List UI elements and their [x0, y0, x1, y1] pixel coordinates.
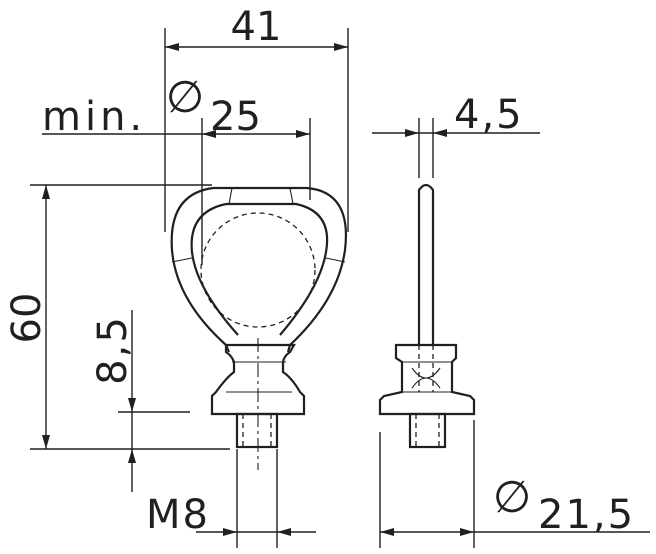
ring-segment-line: [171, 257, 193, 263]
side-swivel-body: [378, 343, 476, 416]
thread-length-value: 8,5: [90, 315, 136, 385]
thread-stud: [235, 412, 279, 449]
dimension-thread-length: 8,5: [90, 310, 190, 492]
side-pin-detail: [411, 367, 441, 389]
ring-outer-outline: [170, 186, 347, 353]
dimension-inner-diameter: min. ∅ 25: [42, 72, 311, 265]
hidden-bore-circle: [200, 212, 316, 328]
ring-inner-outline: [190, 202, 329, 336]
side-ring-profile: [417, 183, 435, 345]
width-value: 41: [231, 4, 282, 50]
dimension-base-diameter: ∅ 21,5: [379, 420, 650, 548]
front-view: [170, 186, 347, 470]
diameter-symbol: ∅: [493, 472, 531, 523]
side-thread-stud: [408, 412, 447, 449]
base-diameter-value: 21,5: [538, 492, 635, 538]
height-value: 60: [4, 293, 50, 344]
ring-segment-line: [325, 257, 346, 263]
side-view: [378, 183, 476, 449]
swivel-body: [210, 343, 306, 416]
thread-value: M8: [146, 492, 210, 538]
ring-segment-line: [228, 187, 233, 205]
dimension-width: 41: [164, 4, 349, 232]
inner-diameter-prefix: min.: [42, 94, 146, 140]
diameter-symbol: ∅: [166, 72, 204, 123]
dimension-thickness: 4,5: [372, 92, 540, 178]
thickness-value: 4,5: [454, 92, 524, 138]
ring-segment-line: [289, 187, 294, 205]
inner-diameter-value: 25: [210, 94, 261, 140]
dimension-thread: M8: [146, 449, 316, 548]
dimension-height: 60: [4, 184, 230, 450]
